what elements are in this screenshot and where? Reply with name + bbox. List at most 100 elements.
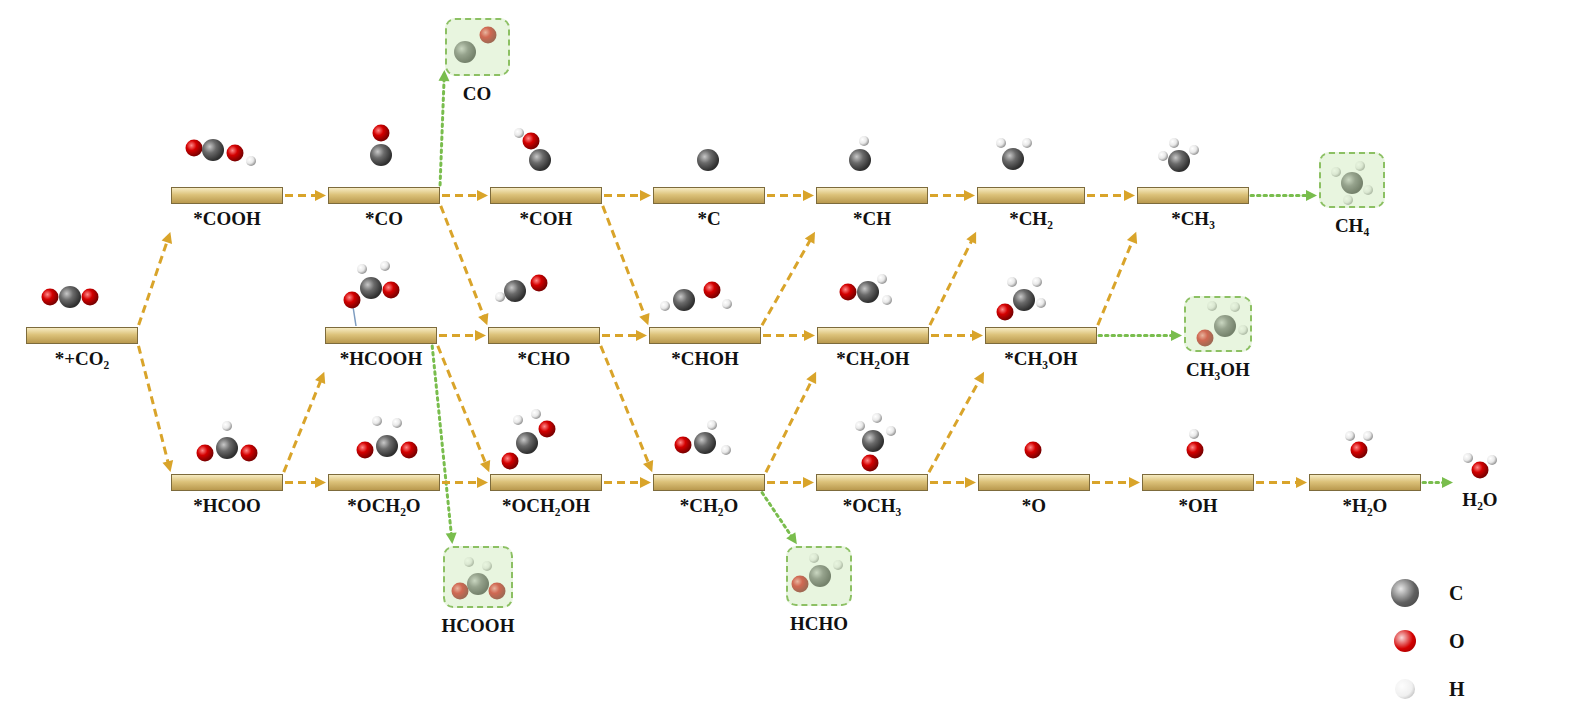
- carbon-atom: [1013, 289, 1035, 311]
- arrowhead: [803, 190, 814, 201]
- reaction-step-arrow: [602, 330, 647, 341]
- species-label: *COH: [520, 208, 573, 230]
- reaction-step-arrow: [442, 190, 488, 201]
- oxygen-atom: [401, 442, 418, 459]
- oxygen-atom: [1025, 442, 1042, 459]
- intermediate-node: *CO: [328, 187, 440, 230]
- legend-label: C: [1449, 581, 1463, 605]
- arrow-line: [1098, 240, 1133, 325]
- intermediate-node: *HCOO: [171, 474, 283, 517]
- arrow-line: [931, 334, 974, 337]
- carbon-atom: [849, 149, 871, 171]
- product-node: H₂O: [1455, 448, 1505, 511]
- reaction-step-arrow: [929, 372, 984, 472]
- oxygen-atom: [1472, 462, 1489, 479]
- reaction-step-arrow: [930, 190, 975, 201]
- reaction-step-arrow: [138, 346, 173, 472]
- intermediate-node: *OH: [1142, 474, 1254, 517]
- carbon-atom: [694, 432, 716, 454]
- reaction-step-arrow: [1256, 477, 1307, 488]
- reaction-step-arrow: [931, 330, 983, 341]
- species-label: CH₃OH: [1186, 359, 1250, 381]
- catalyst-surface-bar: [653, 187, 765, 204]
- catalyst-surface-bar: [1309, 474, 1421, 491]
- arrow-line: [930, 194, 966, 197]
- product-release-arrow: [432, 346, 456, 544]
- product-release-arrow: [1099, 330, 1182, 341]
- reaction-step-arrow: [763, 330, 815, 341]
- species-label: *HCOO: [193, 495, 261, 517]
- species-label: *OH: [1178, 495, 1217, 517]
- molecule: [697, 149, 719, 171]
- reaction-step-arrow: [767, 477, 814, 488]
- legend-label: H: [1449, 677, 1465, 701]
- hydrogen-atom: [1463, 453, 1473, 463]
- oxygen-atom: [241, 445, 258, 462]
- oxygen-atom: [523, 133, 540, 150]
- arrowhead: [972, 330, 983, 341]
- species-label: *O: [1022, 495, 1046, 517]
- oxygen-atom: [42, 289, 59, 306]
- molecule: [495, 275, 548, 303]
- hydrogen-atom: [722, 299, 732, 309]
- oxygen-atom: [675, 437, 692, 454]
- reaction-step-arrow: [601, 346, 653, 472]
- catalyst-surface-bar: [325, 327, 437, 344]
- oxygen-atom: [1187, 442, 1204, 459]
- hydrogen-atom: [1487, 455, 1497, 465]
- carbon-atom: [697, 149, 719, 171]
- oxygen-atom: [997, 304, 1014, 321]
- oxygen-atom: [531, 275, 548, 292]
- carbon-atom: [216, 437, 238, 459]
- species-label: *CH: [853, 208, 891, 230]
- arrow-line: [139, 240, 168, 325]
- hydrogen-atom: [514, 128, 524, 138]
- arrow-line: [1423, 481, 1444, 484]
- oxygen-atom: [227, 145, 244, 162]
- molecule: [675, 420, 732, 455]
- hydrogen-atom: [882, 295, 892, 305]
- arrow-line: [602, 334, 638, 337]
- hydrogen-atom: [1007, 277, 1017, 287]
- reaction-step-arrow: [930, 477, 976, 488]
- legend-swatch: [1394, 630, 1416, 652]
- reaction-step-arrow: [285, 477, 326, 488]
- product-frame: [786, 546, 852, 606]
- arrow-line: [438, 346, 486, 464]
- hydrogen-atom: [222, 421, 232, 431]
- arrowhead: [162, 232, 172, 244]
- catalyst-surface-bar: [817, 327, 929, 344]
- carbon-atom: [1168, 150, 1190, 172]
- arrow-line: [767, 194, 805, 197]
- arrowhead: [1124, 190, 1135, 201]
- product-frame: [443, 546, 513, 608]
- arrowhead: [162, 460, 173, 472]
- hydrogen-atom: [246, 156, 256, 166]
- species-label: *C: [697, 208, 720, 230]
- oxygen-atom: [862, 455, 879, 472]
- arrowhead: [643, 460, 653, 472]
- oxygen-atom: [344, 292, 361, 309]
- hydrogen-atom: [1158, 151, 1168, 161]
- species-label: *COOH: [193, 208, 261, 230]
- arrowhead: [1296, 477, 1307, 488]
- catalyst-surface-bar: [26, 327, 138, 344]
- carbon-atom: [862, 430, 884, 452]
- species-label: *CH₂: [1009, 208, 1053, 230]
- reaction-step-arrow: [930, 232, 976, 325]
- oxygen-atom: [186, 140, 203, 157]
- molecule: [370, 125, 392, 167]
- species-label: HCOOH: [442, 615, 515, 637]
- molecule: [855, 413, 896, 472]
- carbon-atom: [1002, 148, 1024, 170]
- molecule: [997, 277, 1047, 321]
- species-label: *CHO: [518, 348, 571, 370]
- catalyst-surface-bar: [328, 187, 440, 204]
- species-label: *CH₂O: [680, 495, 738, 517]
- arrow-line: [604, 194, 642, 197]
- arrowhead: [446, 533, 457, 544]
- molecule: [1158, 138, 1199, 172]
- arrowhead: [1306, 190, 1317, 201]
